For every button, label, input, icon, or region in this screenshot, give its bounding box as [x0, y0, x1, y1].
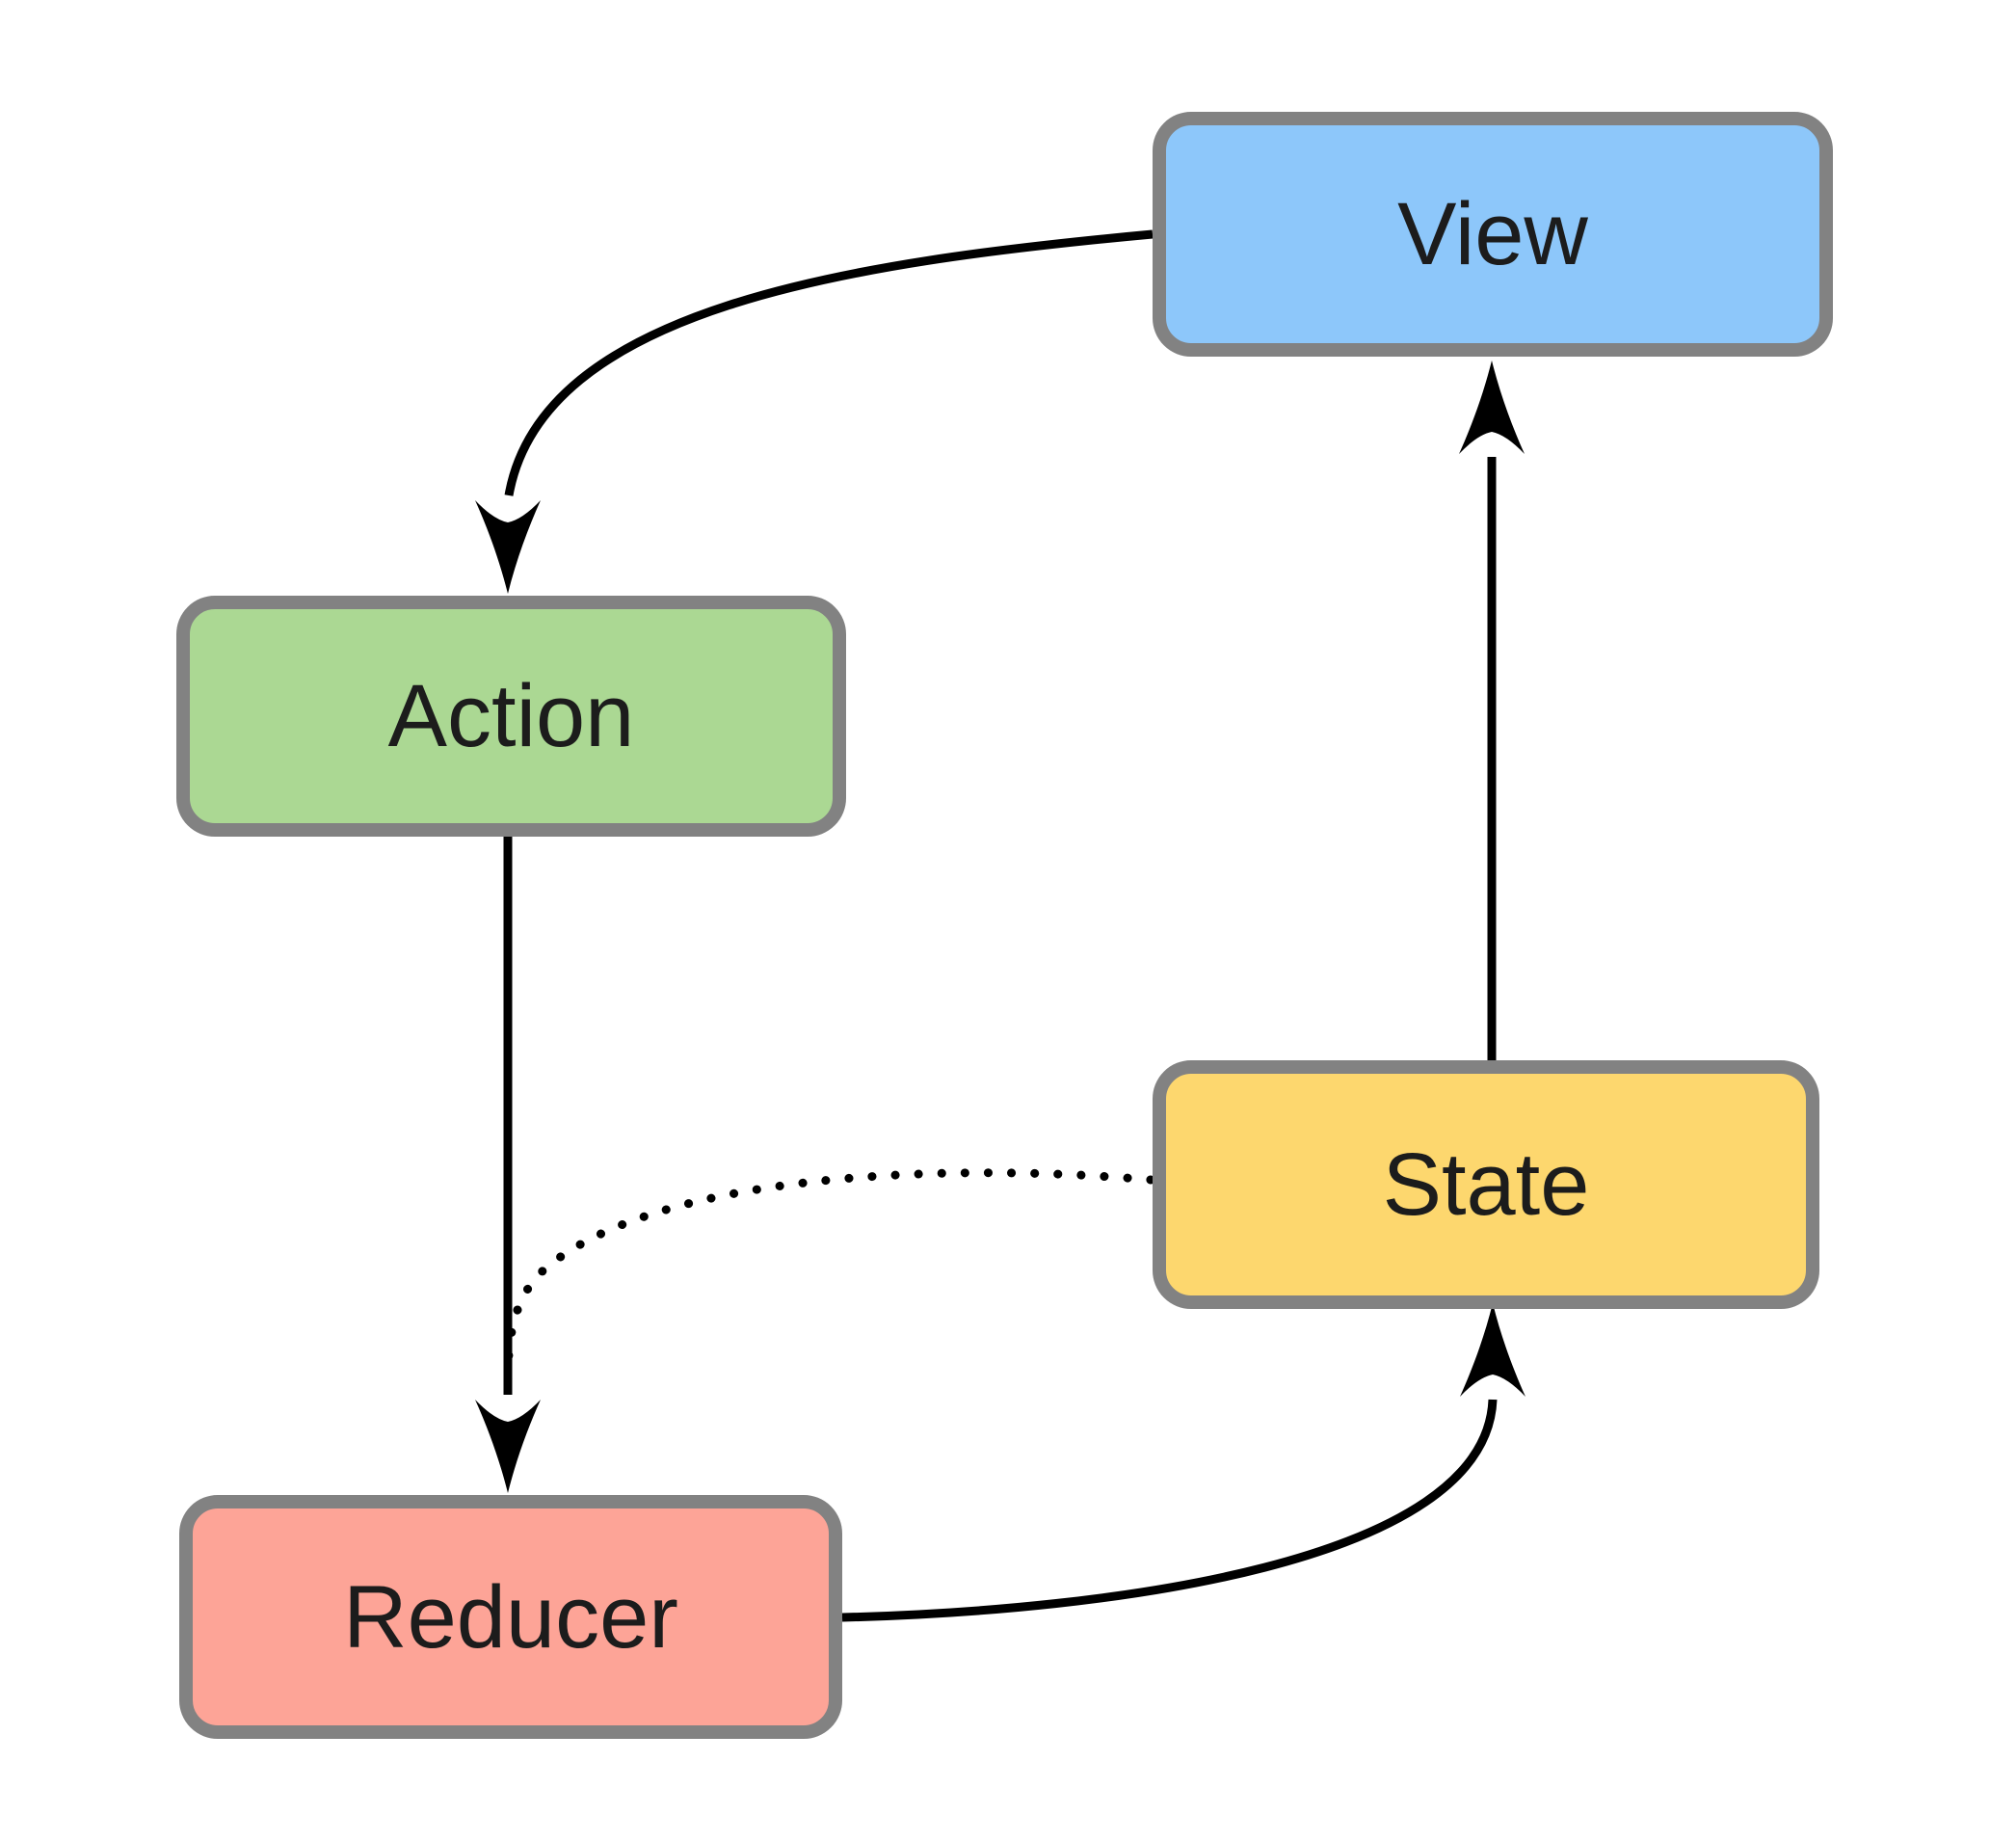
node-action-label: Action — [387, 667, 635, 765]
node-view-label: View — [1397, 185, 1588, 283]
arrowhead-action-top — [475, 500, 541, 594]
node-state-label: State — [1382, 1135, 1590, 1234]
arrowhead-view-bottom — [1459, 360, 1525, 454]
node-state: State — [1153, 1060, 1819, 1309]
node-reducer: Reducer — [179, 1495, 842, 1739]
node-reducer-label: Reducer — [343, 1567, 678, 1667]
node-view: View — [1153, 112, 1833, 357]
arrowhead-reducer-top — [475, 1400, 541, 1493]
node-action: Action — [176, 596, 846, 837]
edge-state-to-reducer-dotted — [503, 1168, 1155, 1397]
edge-reducer-to-state — [841, 1399, 1498, 1622]
arrowhead-state-bottom — [1460, 1303, 1525, 1397]
edge-view-to-action — [504, 229, 1154, 496]
